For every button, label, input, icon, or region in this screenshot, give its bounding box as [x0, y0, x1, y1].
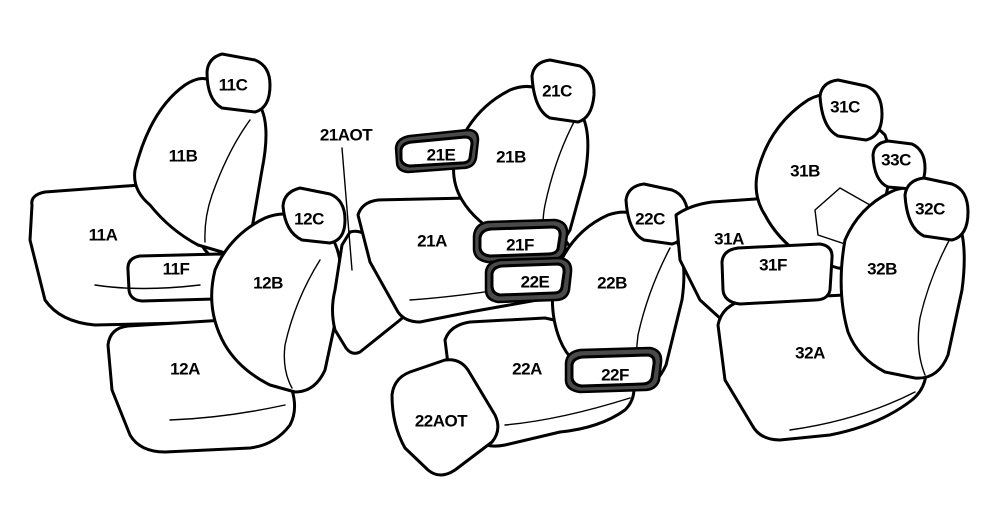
- seat-11: 11A 11B 11C 11F: [28, 52, 272, 327]
- label-11A: 11A: [89, 225, 118, 244]
- label-33C: 33C: [881, 150, 911, 169]
- label-31B: 31B: [790, 161, 820, 180]
- seat-22: 22A 22B 22C 22E 22F 22AOT: [390, 182, 690, 477]
- part-31F-armrest[interactable]: [720, 242, 834, 306]
- label-21A: 21A: [417, 231, 447, 250]
- label-21AOT: 21AOT: [320, 125, 373, 144]
- part-11B-backrest[interactable]: [133, 77, 268, 255]
- part-21C-headrest[interactable]: [530, 58, 596, 124]
- part-32C-headrest[interactable]: [903, 176, 970, 242]
- seat-12: 12A 12B 12C: [106, 186, 347, 454]
- label-22B: 22B: [597, 273, 627, 292]
- label-22A: 22A: [512, 359, 542, 378]
- label-31F: 31F: [759, 255, 787, 274]
- label-21F: 21F: [506, 235, 534, 254]
- part-22AOT-ottoman[interactable]: [390, 358, 500, 477]
- label-31C: 31C: [830, 97, 860, 116]
- label-32B: 32B: [867, 259, 897, 278]
- label-12B: 12B: [253, 273, 283, 292]
- label-12A: 12A: [170, 359, 200, 378]
- label-11C: 11C: [219, 75, 248, 94]
- label-22AOT: 22AOT: [415, 411, 468, 430]
- label-21E: 21E: [427, 145, 456, 164]
- part-21B-backrest[interactable]: [452, 85, 590, 251]
- label-32A: 32A: [795, 343, 825, 362]
- label-32C: 32C: [915, 199, 945, 218]
- label-11B: 11B: [169, 146, 198, 165]
- part-31C-headrest[interactable]: [818, 78, 884, 142]
- label-22E: 22E: [521, 272, 550, 291]
- label-12C: 12C: [294, 209, 324, 228]
- label-22C: 22C: [635, 209, 665, 228]
- label-21B: 21B: [496, 147, 526, 166]
- seat-3x: 31A 31B 31C 31F 32A 32B 32C 33C: [674, 78, 970, 442]
- part-11C-headrest[interactable]: [205, 52, 272, 114]
- label-22F: 22F: [601, 365, 629, 384]
- label-11F: 11F: [163, 259, 190, 278]
- part-22B-backrest[interactable]: [550, 210, 686, 391]
- part-12C-headrest[interactable]: [281, 186, 347, 245]
- part-33C-headrest[interactable]: [871, 139, 927, 191]
- label-21C: 21C: [542, 81, 572, 100]
- label-31A: 31A: [714, 229, 744, 248]
